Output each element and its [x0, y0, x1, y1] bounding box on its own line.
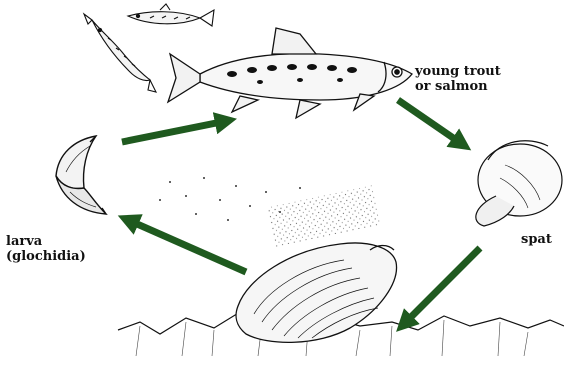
label-larva-line1: larva — [6, 234, 86, 249]
small-fish-icon — [128, 4, 214, 26]
glochidium-icon — [56, 136, 106, 214]
small-fish-icon — [84, 14, 156, 92]
label-spat: spat — [521, 232, 552, 247]
arrow-spat-to-mussel — [404, 248, 480, 324]
spat-icon — [476, 141, 562, 226]
label-young-trout-line2: or salmon — [415, 79, 501, 94]
arrow-larva-to-trout — [122, 121, 226, 142]
label-young-trout: young trout or salmon — [415, 64, 501, 94]
arrow-mussel-to-larva — [128, 220, 246, 272]
label-young-trout-line1: young trout — [415, 64, 501, 79]
trout-icon — [168, 28, 412, 118]
mussel-shell-icon — [236, 243, 396, 342]
larvae-cloud — [267, 185, 381, 247]
label-larva: larva (glochidia) — [6, 234, 86, 264]
arrow-trout-to-spat — [398, 100, 462, 144]
label-larva-line2: (glochidia) — [6, 249, 86, 264]
